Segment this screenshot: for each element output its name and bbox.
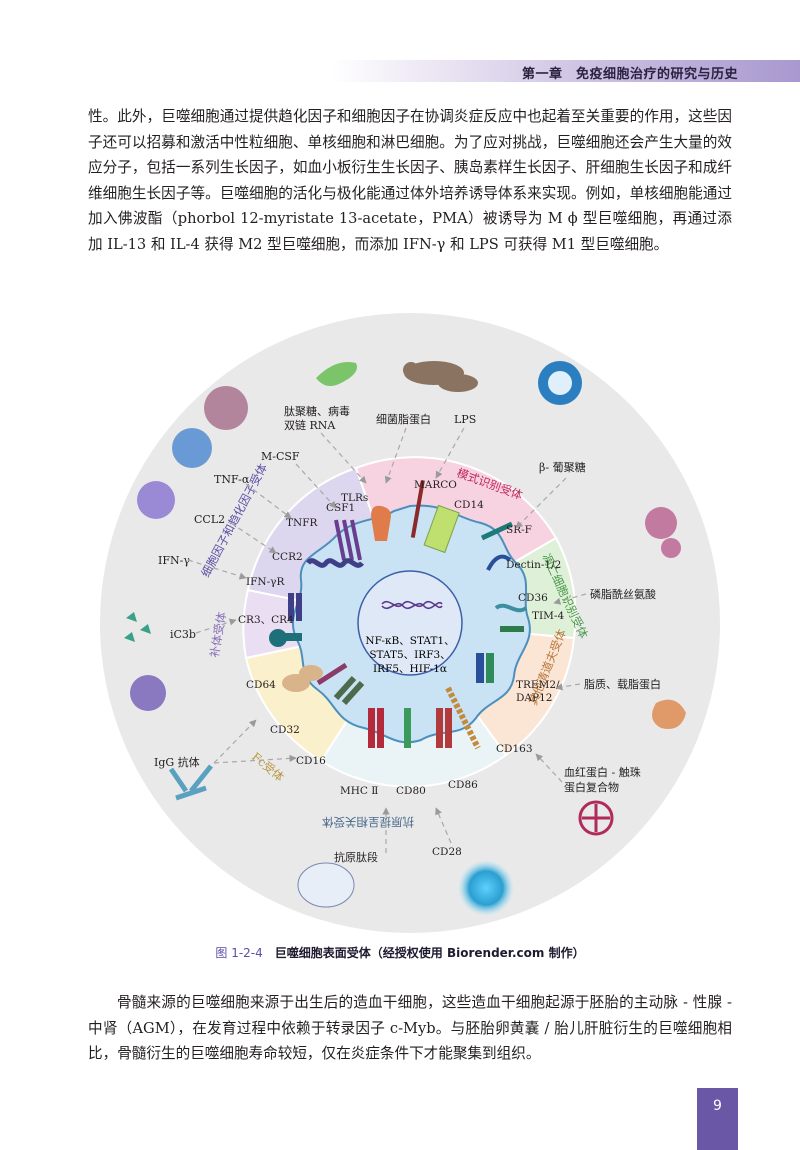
cd163-receptor-icon xyxy=(445,686,481,750)
chapter-header-band xyxy=(330,60,800,82)
cell-icon-2 xyxy=(172,428,212,468)
cd16-receptor-icon xyxy=(333,675,365,706)
trem2-receptor-icon xyxy=(476,653,494,683)
cell-icon-1 xyxy=(204,386,248,430)
lps-molecule-icon xyxy=(403,361,478,392)
nucleus xyxy=(357,570,463,676)
lipid-particle-icon xyxy=(652,699,686,729)
label-tnfr: TNFR xyxy=(286,517,318,529)
virus-icon xyxy=(538,361,582,405)
cd14-receptor-icon xyxy=(423,504,460,554)
label-ifngr: IFN-γR xyxy=(246,576,285,588)
page-number: 9 xyxy=(713,1098,722,1114)
nucleus-line-2: STAT5、IRF3、 xyxy=(369,649,450,661)
tlr-receptor-icon xyxy=(371,505,391,541)
paragraph-1: 性。此外，巨噬细胞通过提供趋化因子和细胞因子在协调炎症反应中也起着至关重要的作用… xyxy=(88,108,732,253)
label-cd16: CD16 xyxy=(296,755,326,767)
label-cd163: CD163 xyxy=(496,743,533,755)
dendritic-cell-icon xyxy=(168,764,213,801)
cd80-receptor-icon xyxy=(404,708,411,748)
caption-number: 图 1-2-4 xyxy=(215,946,263,960)
dna-icon xyxy=(381,600,443,610)
tim4-receptor-icon xyxy=(500,626,524,632)
nucleus-line-3: IRF5、HIF-1α xyxy=(373,663,447,675)
label-ccr2: CCR2 xyxy=(272,551,303,563)
label-marco: MARCO xyxy=(414,479,457,491)
sector-label-antigen: 抗原提呈相关受体 xyxy=(322,815,414,829)
label-trem2: TREM2/ xyxy=(516,679,560,691)
cell-icon-4 xyxy=(130,675,166,711)
dectin-receptor-icon xyxy=(486,554,512,571)
label-dectin: Dectin-1/2 xyxy=(506,559,561,571)
label-dap12: DAP12 xyxy=(516,692,552,704)
label-pamp-2: 双链 RNA xyxy=(284,418,336,432)
label-glucan: β- 葡聚糖 xyxy=(539,460,586,474)
decorative-cells xyxy=(124,361,686,916)
chapter-title: 第一章 免疫细胞治疗的研究与历史 xyxy=(521,67,738,82)
ccr2-receptor-icon xyxy=(306,558,364,568)
paragraph-2: 骨髓来源的巨噬细胞来源于出生后的造血干细胞，这些造血干细胞起源于胚胎的主动脉 -… xyxy=(88,994,732,1062)
label-cd32: CD32 xyxy=(270,724,300,736)
mhc2-receptor-icon xyxy=(368,708,384,748)
csf1-receptor-icon xyxy=(334,519,362,561)
cd36-receptor-icon xyxy=(494,603,528,613)
receptor-labels: TLRs MARCO CD14 CSF1 TNFR CCR2 IFN-γR CR… xyxy=(238,479,564,858)
connector-lines xyxy=(187,427,587,853)
cd86-receptor-icon xyxy=(436,708,452,748)
label-srf: SR-F xyxy=(506,524,532,536)
cr-receptor-icon xyxy=(269,629,302,647)
label-tlrs: TLRs xyxy=(341,492,368,504)
label-tnfa: TNF-α xyxy=(214,473,250,486)
caption-text: 巨噬细胞表面受体（经授权使用 Biorender.com 制作） xyxy=(274,946,585,960)
cd32-receptor-icon xyxy=(316,662,348,686)
label-lps: LPS xyxy=(454,413,476,426)
ifngr-receptor-icon xyxy=(288,593,302,621)
label-cd80: CD80 xyxy=(396,785,426,797)
label-mcsf: M-CSF xyxy=(261,450,300,463)
macrophage-receptor-figure: NF-κB、STAT1、 STAT5、IRF3、 IRF5、HIF-1α 模式识… xyxy=(96,308,724,938)
figure-caption: 图 1-2-4 巨噬细胞表面受体（经授权使用 Biorender.com 制作） xyxy=(0,944,800,961)
label-pamp-1: 肽聚糖、病毒 xyxy=(284,404,350,418)
nucleus-line-1: NF-κB、STAT1、 xyxy=(365,635,454,647)
srf-receptor-icon xyxy=(480,521,514,541)
label-ccl2: CCL2 xyxy=(194,513,225,526)
apoptotic-cell-icon xyxy=(645,507,681,558)
bacterium-icon xyxy=(316,362,357,387)
label-cd64: CD64 xyxy=(246,679,276,691)
label-tim4: TIM-4 xyxy=(532,610,564,622)
label-cd36: CD36 xyxy=(518,592,548,604)
receptor-glyphs xyxy=(269,480,528,750)
label-igg: IgG 抗体 xyxy=(154,755,200,769)
label-mhc2: MHC Ⅱ xyxy=(340,785,378,797)
label-cr3cr4: CR3、CR4 xyxy=(238,614,294,626)
label-ps: 磷脂酰丝氨酸 xyxy=(590,587,656,601)
marco-receptor-icon xyxy=(410,480,425,538)
label-ic3b: iC3b xyxy=(170,628,196,641)
glowing-cell-icon xyxy=(458,860,514,916)
label-cd86: CD86 xyxy=(448,779,478,791)
label-cd14: CD14 xyxy=(454,499,484,511)
page-number-tab xyxy=(697,1088,738,1150)
apc-cell-icon xyxy=(297,862,355,908)
label-ifng: IFN-γ xyxy=(158,554,190,567)
label-csf1: CSF1 xyxy=(326,502,355,514)
label-lipid: 脂质、载脂蛋白 xyxy=(584,677,661,691)
cd64-receptor-icon xyxy=(282,665,323,692)
label-hb-2: 蛋白复合物 xyxy=(564,780,619,794)
label-peptide: 抗原肽段 xyxy=(334,850,378,864)
hemoglobin-icon xyxy=(578,800,614,836)
label-lipoprotein: 细菌脂蛋白 xyxy=(376,412,431,426)
cell-icon-3 xyxy=(137,481,175,519)
complement-icon xyxy=(124,612,151,642)
ligand-labels: 肽聚糖、病毒 双链 RNA 细菌脂蛋白 LPS β- 葡聚糖 M-CSF TNF… xyxy=(154,404,661,864)
label-hb-1: 血红蛋白 - 触珠 xyxy=(564,765,641,779)
label-cd28: CD28 xyxy=(432,846,462,858)
